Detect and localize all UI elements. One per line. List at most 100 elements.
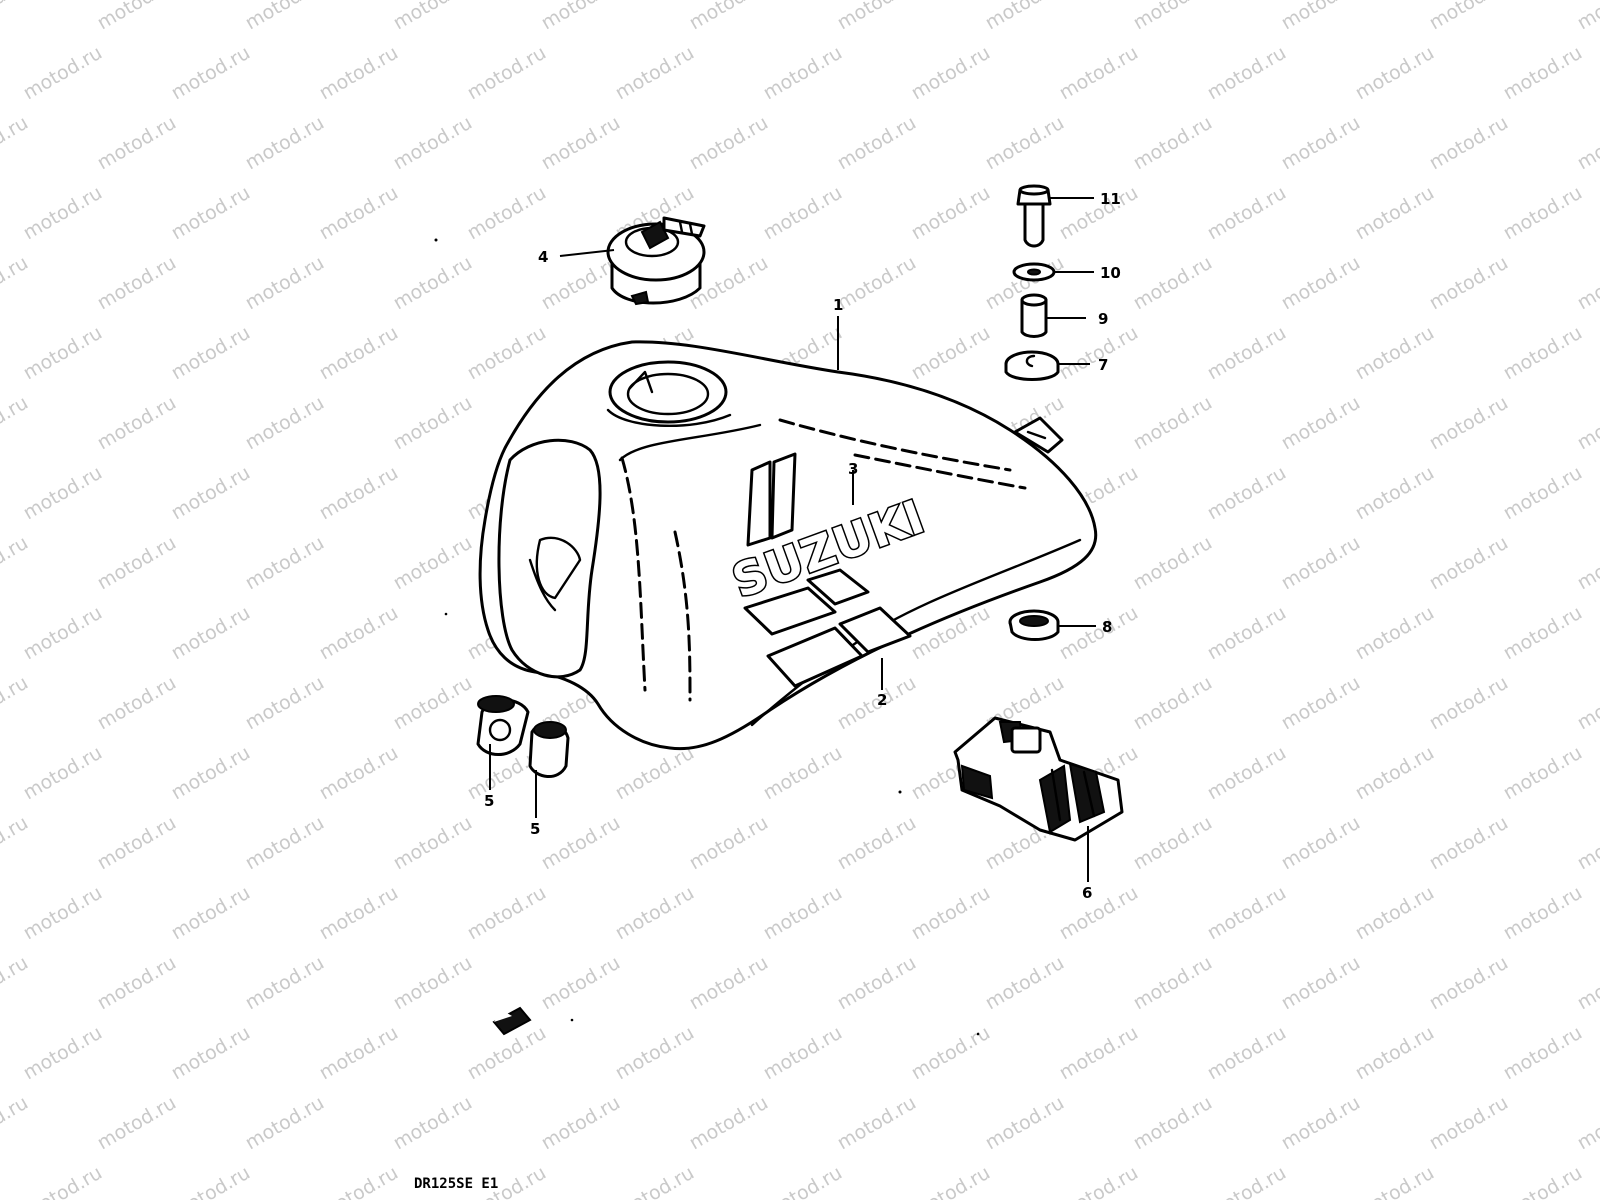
watermark-text: motod.ru (1574, 1092, 1600, 1155)
watermark-text: motod.ru (20, 882, 106, 945)
watermark-text: motod.ru (908, 1022, 994, 1085)
watermark-text: motod.ru (464, 882, 550, 945)
watermark-text: motod.ru (20, 742, 106, 805)
watermark-text: motod.ru (316, 462, 402, 525)
watermark-text: motod.ru (1056, 882, 1142, 945)
watermark-text: motod.ru (538, 952, 624, 1015)
watermark-text: motod.ru (612, 1162, 698, 1200)
watermark-text: motod.ru (1426, 672, 1512, 735)
watermark-text: motod.ru (1574, 812, 1600, 875)
watermark-text: motod.ru (1278, 532, 1364, 595)
watermark-text: motod.ru (1278, 112, 1364, 175)
watermark-text: motod.ru (168, 882, 254, 945)
watermark-text: motod.ru (1352, 462, 1438, 525)
callout-5a: 5 (484, 792, 494, 810)
callout-8: 8 (1102, 618, 1112, 636)
callout-1: 1 (833, 296, 843, 314)
watermark-text: motod.ru (982, 0, 1068, 34)
watermark-text: motod.ru (1500, 182, 1586, 245)
callout-3: 3 (848, 460, 858, 478)
watermark-text: motod.ru (834, 812, 920, 875)
watermark-text: motod.ru (1130, 812, 1216, 875)
watermark-text: motod.ru (1056, 42, 1142, 105)
model-code: DR125SE E1 (414, 1176, 498, 1192)
fuel-tank[interactable]: SUZUKI (478, 340, 1098, 751)
watermark-text: motod.ru (242, 252, 328, 315)
watermark-text: motod.ru (1130, 532, 1216, 595)
watermark-text: motod.ru (242, 1092, 328, 1155)
watermark-text: motod.ru (94, 112, 180, 175)
watermark-text: motod.ru (908, 322, 994, 385)
watermark-text: motod.ru (1500, 742, 1586, 805)
watermark-text: motod.ru (390, 812, 476, 875)
watermark-text: motod.ru (242, 112, 328, 175)
watermark-text: motod.ru (760, 182, 846, 245)
watermark-text: motod.ru (1426, 392, 1512, 455)
watermark-text: motod.ru (1500, 882, 1586, 945)
watermark-text: motod.ru (390, 952, 476, 1015)
watermark-text: motod.ru (242, 392, 328, 455)
watermark-text: motod.ru (1500, 322, 1586, 385)
rear-mount-bracket[interactable] (953, 716, 1124, 842)
watermark-text: motod.ru (760, 882, 846, 945)
watermark-text: motod.ru (1500, 1022, 1586, 1085)
watermark-text: motod.ru (1426, 812, 1512, 875)
watermark-text: motod.ru (538, 1092, 624, 1155)
watermark-text: motod.ru (168, 602, 254, 665)
watermark-text: motod.ru (1574, 252, 1600, 315)
watermark-text: motod.ru (20, 322, 106, 385)
watermark-text: motod.ru (1204, 1022, 1290, 1085)
watermark-text: motod.ru (94, 532, 180, 595)
watermark-text: motod.ru (1278, 812, 1364, 875)
washer[interactable] (1012, 262, 1056, 282)
watermark-text: motod.ru (612, 742, 698, 805)
watermark-text: motod.ru (1130, 952, 1216, 1015)
watermark-text: motod.ru (242, 952, 328, 1015)
watermark-text: motod.ru (168, 742, 254, 805)
watermark-text: motod.ru (538, 0, 624, 34)
collar[interactable] (1020, 293, 1048, 338)
watermark-text: motod.ru (0, 252, 32, 315)
watermark-text: motod.ru (1352, 1022, 1438, 1085)
watermark-text: motod.ru (20, 1162, 106, 1200)
watermark-text: motod.ru (94, 952, 180, 1015)
watermark-text: motod.ru (982, 952, 1068, 1015)
watermark-text: motod.ru (1352, 42, 1438, 105)
watermark-text: motod.ru (1204, 882, 1290, 945)
callout-6: 6 (1082, 884, 1092, 902)
watermark-text: motod.ru (390, 0, 476, 34)
cushion-ring[interactable] (1008, 609, 1060, 641)
watermark-text: motod.ru (538, 812, 624, 875)
watermark-text: motod.ru (316, 182, 402, 245)
watermark-text: motod.ru (0, 812, 32, 875)
watermark-text: motod.ru (1574, 672, 1600, 735)
watermark-text: motod.ru (464, 42, 550, 105)
watermark-text: motod.ru (1278, 392, 1364, 455)
grommet[interactable] (1004, 350, 1060, 381)
watermark-text: motod.ru (168, 1022, 254, 1085)
fuel-cap[interactable] (606, 216, 706, 306)
callout-9: 9 (1098, 310, 1108, 328)
watermark-text: motod.ru (908, 42, 994, 105)
watermark-text: motod.ru (316, 882, 402, 945)
watermark-text: motod.ru (20, 42, 106, 105)
watermark-text: motod.ru (1426, 952, 1512, 1015)
bolt[interactable] (1016, 184, 1052, 248)
watermark-text: motod.ru (612, 42, 698, 105)
watermark-text: motod.ru (1130, 392, 1216, 455)
watermark-text: motod.ru (982, 1092, 1068, 1155)
watermark-text: motod.ru (1130, 0, 1216, 34)
watermark-text: motod.ru (908, 1162, 994, 1200)
watermark-text: motod.ru (982, 112, 1068, 175)
callout-4: 4 (538, 248, 548, 266)
watermark-text: motod.ru (1278, 672, 1364, 735)
watermark-text: motod.ru (1574, 112, 1600, 175)
watermark-text: motod.ru (834, 0, 920, 34)
watermark-text: motod.ru (1574, 532, 1600, 595)
watermark-text: motod.ru (1204, 322, 1290, 385)
watermark-text: motod.ru (760, 1162, 846, 1200)
watermark-text: motod.ru (168, 462, 254, 525)
watermark-text: motod.ru (390, 672, 476, 735)
watermark-text: motod.ru (1130, 112, 1216, 175)
